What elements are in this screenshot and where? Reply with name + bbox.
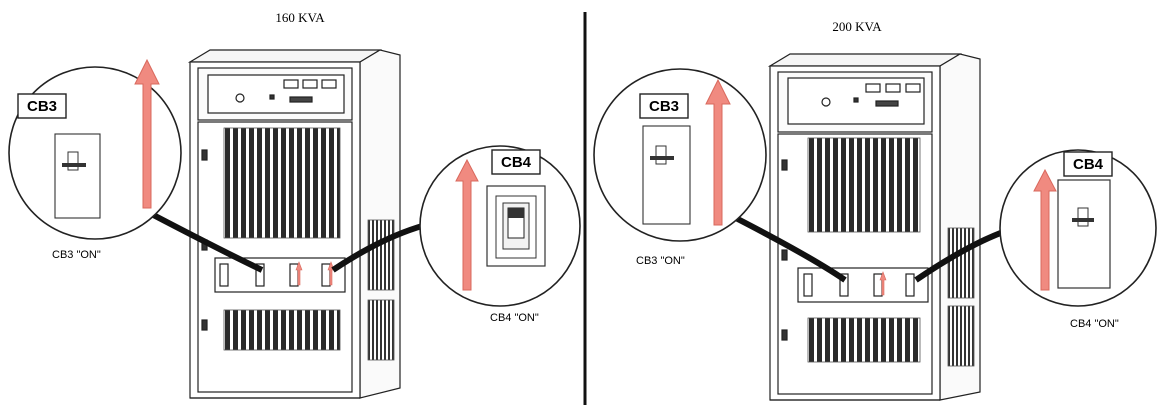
callout-cb4: CB4 (420, 146, 580, 306)
cb3-breaker (55, 134, 100, 218)
panel-200kva: 200 KVA (594, 19, 1156, 400)
panel-160kva: 160 KVA (9, 10, 580, 398)
callout-cb3: CB3 (594, 69, 766, 241)
cb4-label: CB4 (1073, 156, 1104, 173)
cb4-label: CB4 (501, 154, 532, 171)
cb3-caption: CB3 "ON" (52, 249, 101, 261)
ups-cabinet (190, 50, 400, 398)
cb4-caption: CB4 "ON" (490, 312, 539, 324)
panel-title: 200 KVA (832, 19, 882, 34)
cb3-label: CB3 (649, 98, 679, 115)
callout-cb4: CB4 (1000, 150, 1156, 306)
cb3-caption: CB3 "ON" (636, 255, 685, 267)
cb4-caption: CB4 "ON" (1070, 318, 1119, 330)
panel-title: 160 KVA (275, 10, 325, 25)
cb4-breaker (1058, 180, 1110, 288)
ups-cabinet (770, 54, 980, 400)
callout-cb3: CB3 (9, 60, 181, 239)
cb3-breaker (643, 126, 690, 224)
cb3-label: CB3 (27, 98, 57, 115)
